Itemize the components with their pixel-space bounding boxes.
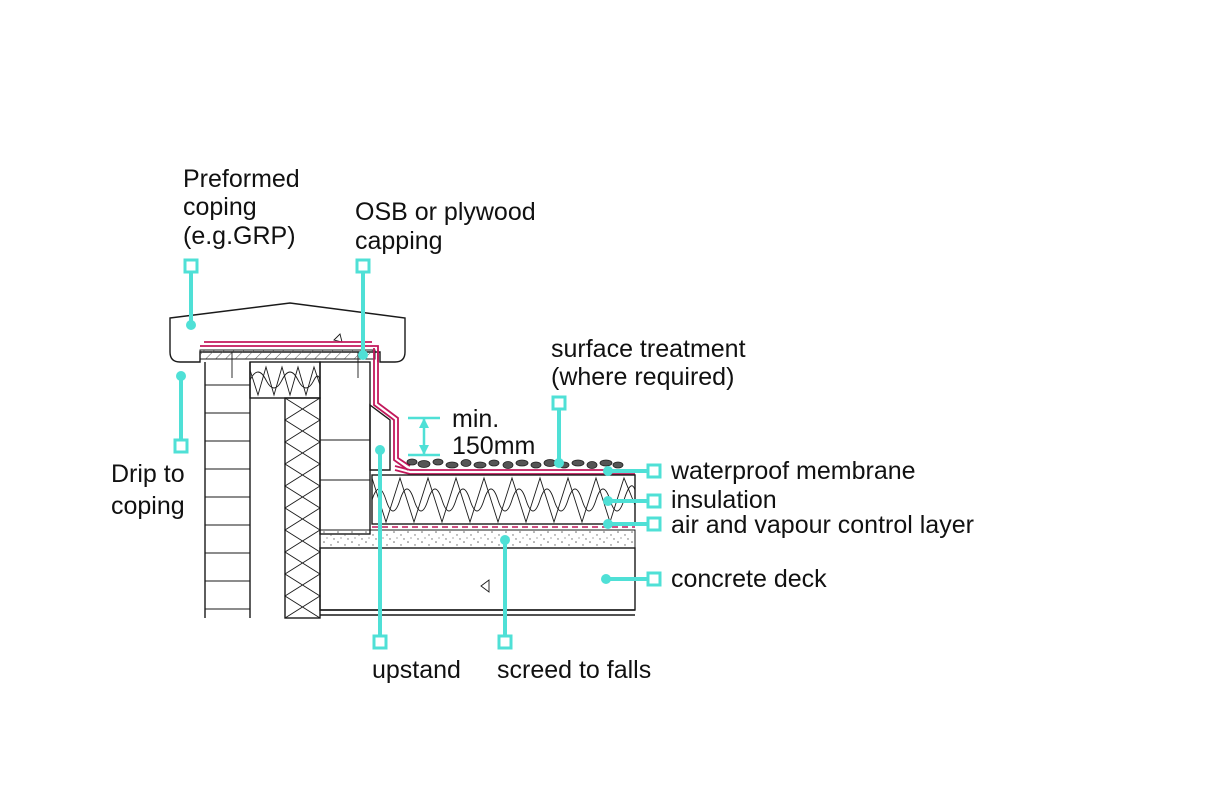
brick-leaf bbox=[204, 362, 251, 618]
label-drip-to-coping: Drip to coping bbox=[111, 460, 192, 520]
label-osb-capping: OSB or plywood capping bbox=[355, 198, 543, 255]
label-preformed-coping: Preformed coping (e.g.GRP) bbox=[183, 165, 307, 250]
label-surface-treatment: surface treatment (where required) bbox=[551, 335, 752, 391]
leader-lines bbox=[173, 258, 662, 650]
label-screed: screed to falls bbox=[497, 656, 651, 684]
section-linework bbox=[169, 302, 636, 619]
annotation-labels: Preformed coping (e.g.GRP) OSB or plywoo… bbox=[111, 165, 974, 684]
concrete-deck-slab bbox=[319, 547, 636, 611]
gravel-surface bbox=[406, 458, 624, 469]
label-waterproof-membrane: waterproof membrane bbox=[670, 457, 916, 485]
label-concrete-deck: concrete deck bbox=[671, 565, 827, 593]
roof-insulation bbox=[371, 474, 636, 525]
inner-blockwork bbox=[319, 361, 371, 535]
osb-capping-board bbox=[199, 349, 376, 360]
min-height-dimension bbox=[408, 416, 440, 457]
screed-layer bbox=[319, 529, 636, 549]
label-upstand: upstand bbox=[372, 656, 461, 684]
label-insulation: insulation bbox=[671, 486, 777, 514]
label-avcl: air and vapour control layer bbox=[671, 511, 974, 539]
label-min-height: min. 150mm bbox=[452, 405, 535, 460]
